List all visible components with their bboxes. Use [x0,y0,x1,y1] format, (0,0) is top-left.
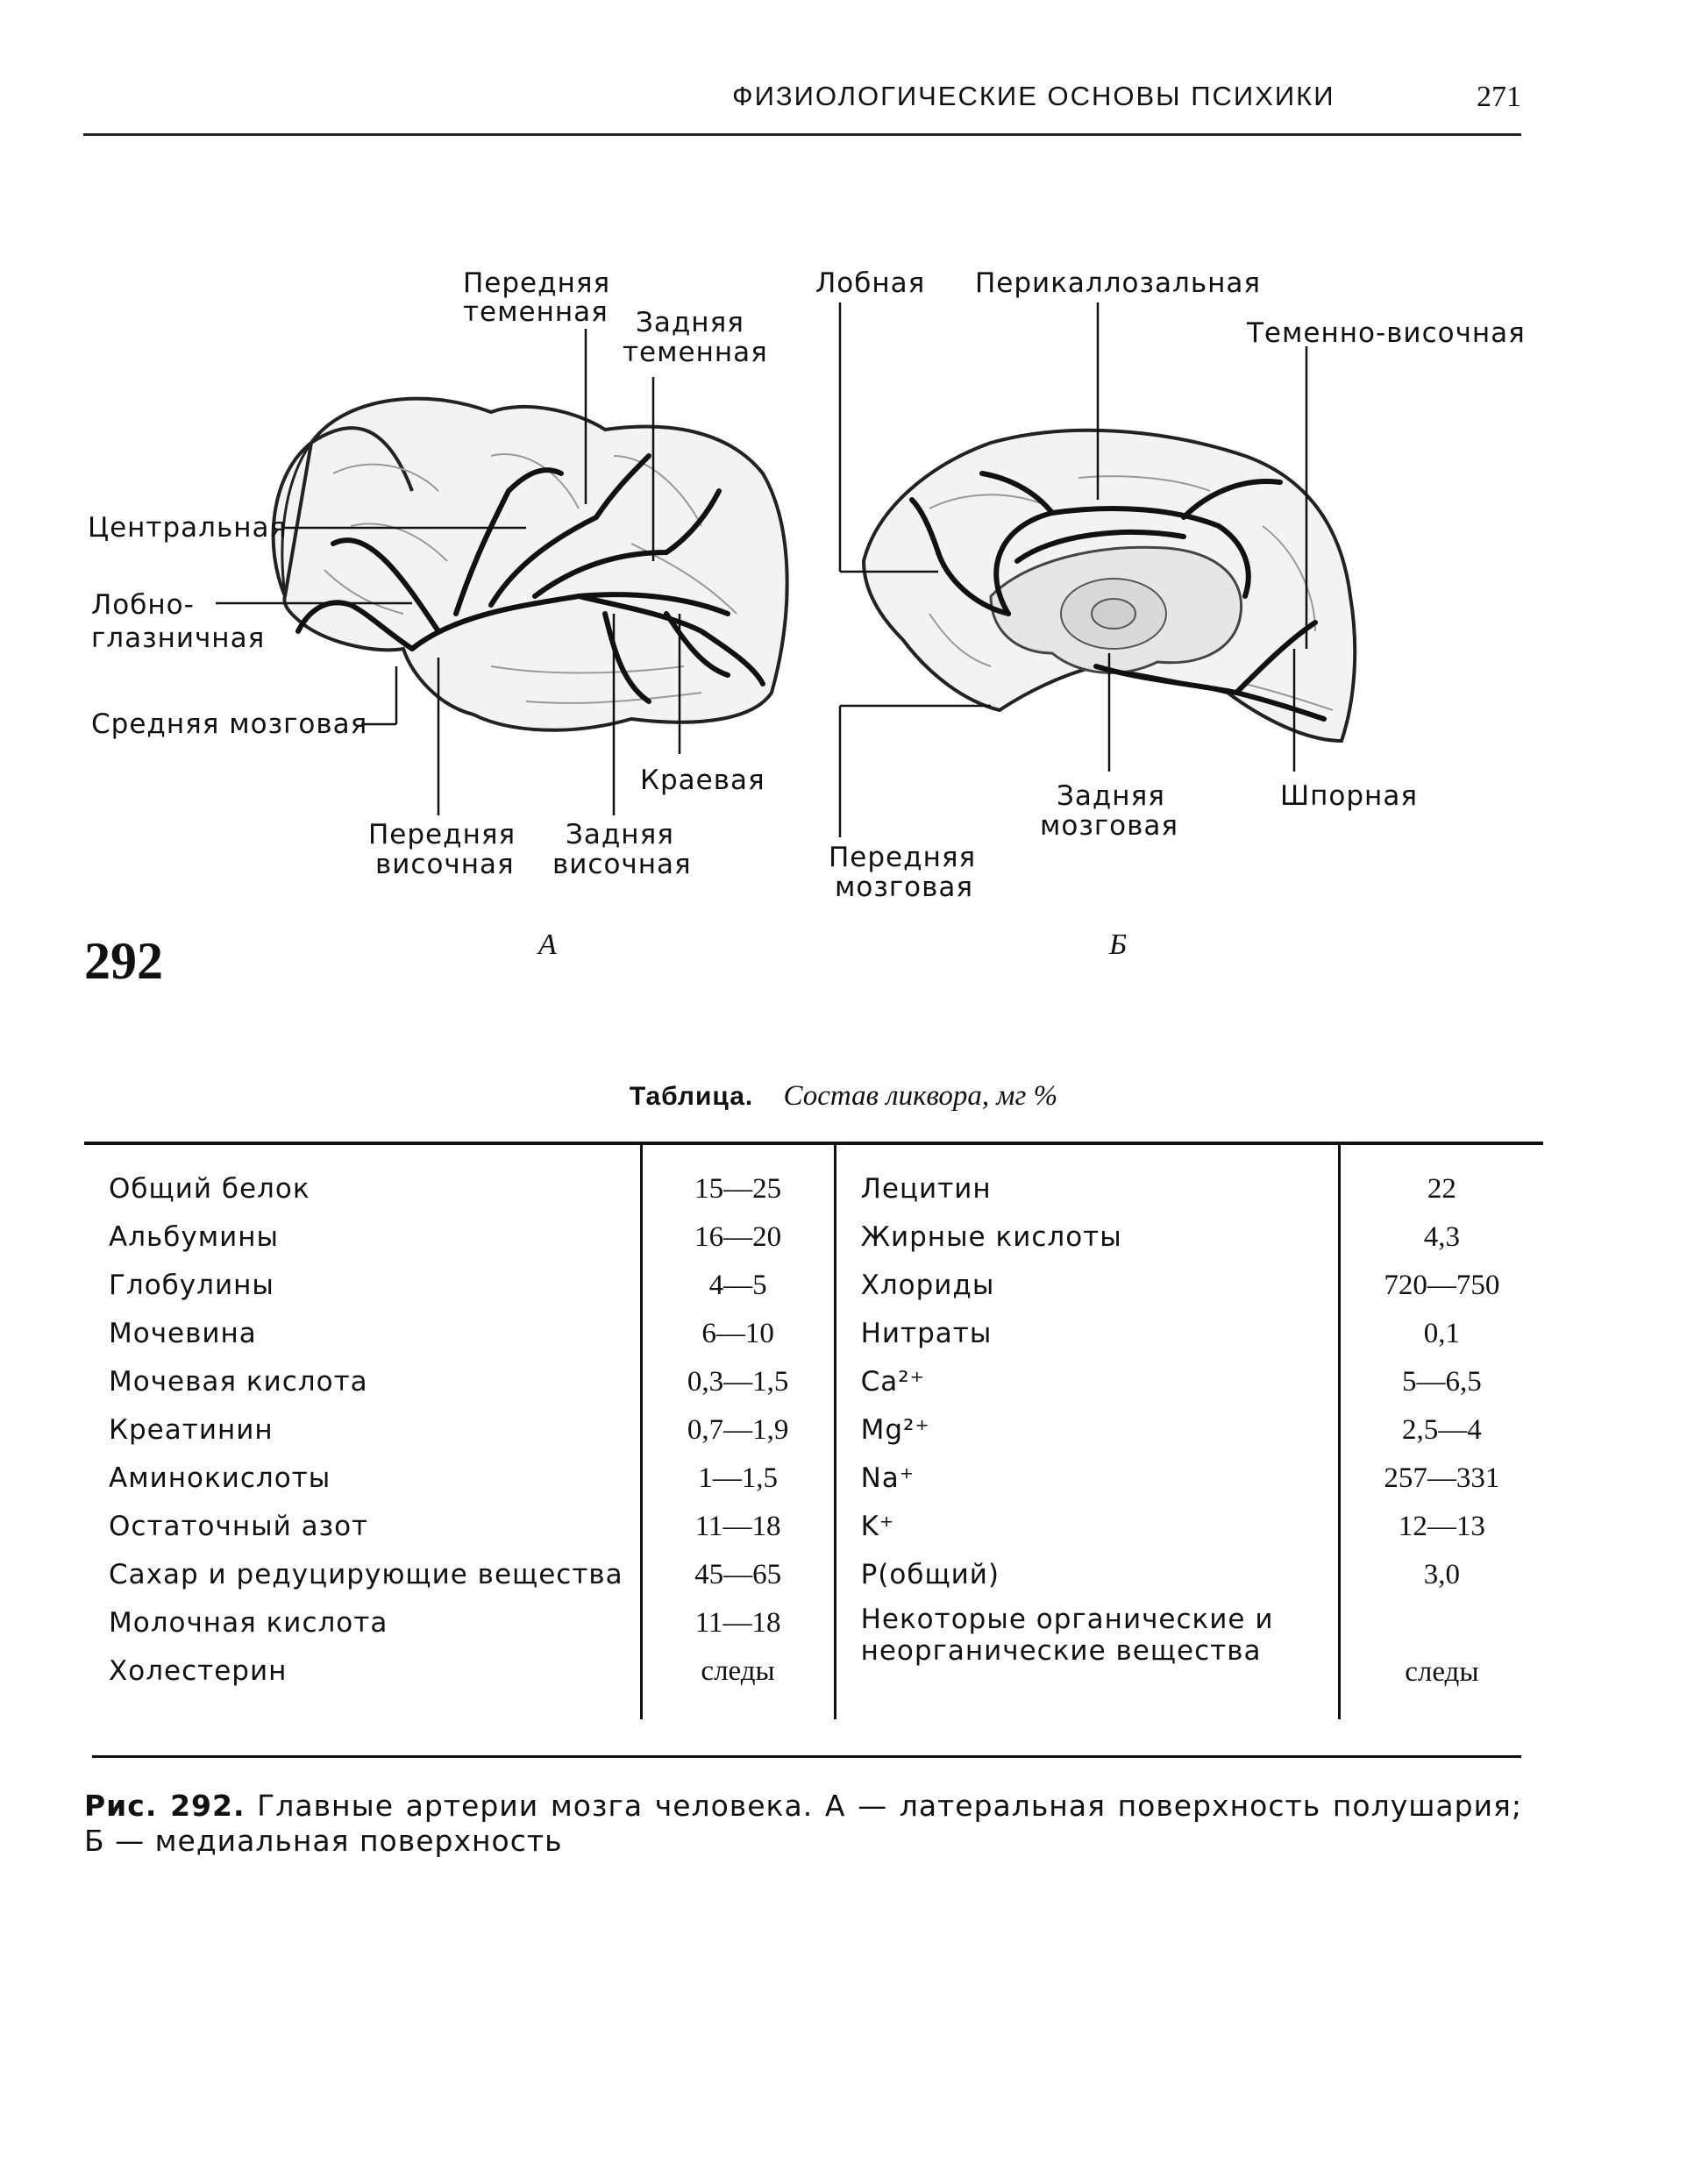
brain-arteries-figure: Передняя теменная Задняя теменная Центра… [88,267,1526,961]
cell-value: 0,7—1,9 [639,1405,836,1454]
cell-name: Ca²⁺ [860,1365,926,1398]
table-title-word: Таблица. [629,1082,754,1111]
table-bottom-rule [92,1755,1521,1758]
cell-name: Р(общий) [860,1558,1000,1590]
cell-name: Нитраты [860,1317,993,1349]
panel-a-leader-lines [216,329,681,815]
label-marginal: Краевая [640,765,765,796]
cell-value: 15—25 [639,1143,836,1213]
cell-value: 16—20 [639,1213,836,1261]
label-central: Центральная [88,512,287,544]
table-subtitle: Состав ликвора, мг % [783,1080,1058,1112]
cell-value: 5—6,5 [1337,1357,1543,1405]
cell-name: Мочевина [109,1317,257,1349]
label-pericallosal: Перикаллозальная [975,267,1261,299]
label-anterior-temporal-1: Передняя [368,819,516,850]
label-orbitofrontal-2: глазничная [91,622,265,654]
running-head: ФИЗИОЛОГИЧЕСКИЕ ОСНОВЫ ПСИХИКИ 271 [83,81,1521,136]
page-number: 271 [1477,81,1521,113]
panel-b-leader-lines [838,302,1308,837]
label-anterior-parietal-2: теменная [463,296,609,328]
cell-name: Общий белок [109,1172,310,1205]
label-posterior-parietal-1: Задняя [636,307,744,338]
cell-value: 0,3—1,5 [639,1357,836,1405]
cell-value: 6—10 [639,1309,836,1357]
label-orbitofrontal-1: Лобно- [91,589,195,621]
table-row: Остаточный азот 11—18 K⁺ 12—13 [84,1502,1543,1550]
table-row: Аминокислоты 1—1,5 Na⁺ 257—331 [84,1454,1543,1502]
cell-value: 1—1,5 [639,1454,836,1502]
cell-value: 4—5 [639,1261,836,1309]
cell-value: 0,1 [1337,1309,1543,1357]
table-row: Глобулины 4—5 Хлориды 720—750 [84,1261,1543,1309]
cell-name: Лецитин [860,1172,992,1205]
figure-caption: Рис. 292. Главные артерии мозга человека… [84,1789,1522,1859]
label-parieto-temporal: Теменно-височная [1246,317,1526,349]
table-row: Креатинин 0,7—1,9 Mg²⁺ 2,5—4 [84,1405,1543,1454]
caption-text: Главные артерии мозга человека. А — лате… [84,1789,1522,1858]
table-row: Общий белок 15—25 Лецитин 22 [84,1143,1543,1213]
cell-value: 720—750 [1337,1261,1543,1309]
cell-value: 12—13 [1337,1502,1543,1550]
label-posterior-cerebral-1: Задняя [1057,780,1165,812]
figure-number: 292 [84,932,163,990]
csf-composition-table: Общий белок 15—25 Лецитин 22 Альбумины 1… [84,1142,1543,1719]
label-posterior-parietal-2: теменная [623,337,768,368]
lateral-hemisphere-illustration [271,396,789,732]
label-posterior-cerebral-2: мозговая [1040,810,1178,842]
cell-name: Холестерин [109,1654,288,1687]
table-row: Мочевая кислота 0,3—1,5 Ca²⁺ 5—6,5 [84,1357,1543,1405]
cell-name: Мочевая кислота [109,1365,368,1398]
cell-name: K⁺ [860,1510,895,1542]
cell-value: 2,5—4 [1337,1405,1543,1454]
cell-value: 45—65 [639,1550,836,1598]
cell-value: 3,0 [1337,1550,1543,1598]
panel-b-label: Б [1108,928,1127,961]
cell-value: следы [639,1647,836,1719]
label-anterior-temporal-2: височная [375,849,515,880]
cell-name: Na⁺ [860,1462,915,1494]
running-title: ФИЗИОЛОГИЧЕСКИЕ ОСНОВЫ ПСИХИКИ [732,81,1335,111]
label-anterior-parietal-1: Передняя [463,267,610,299]
table-row: Сахар и редуцирующие вещества 45—65 Р(об… [84,1550,1543,1598]
table-row: Мочевина 6—10 Нитраты 0,1 [84,1309,1543,1357]
cell-name: Сахар и редуцирующие вещества [109,1558,623,1590]
cell-name: Глобулины [109,1269,274,1301]
label-anterior-cerebral-2: мозговая [835,871,973,903]
table-row: Молочная кислота 11—18 Некоторые органич… [84,1598,1543,1719]
table-title: Таблица. Состав ликвора, мг % [0,1080,1687,1113]
cell-name: Альбумины [109,1220,280,1253]
table-row: Альбумины 16—20 Жирные кислоты 4,3 [84,1213,1543,1261]
cell-value: 11—18 [639,1598,836,1647]
label-posterior-temporal-2: височная [552,849,692,880]
label-posterior-temporal-1: Задняя [566,819,674,850]
medial-hemisphere-illustration [861,428,1357,743]
cell-name: Жирные кислоты [860,1220,1122,1253]
cell-value: 11—18 [639,1502,836,1550]
panel-a-label: А [537,928,557,961]
cell-name: Некоторые органические и неорганические … [860,1604,1274,1667]
cell-value: следы [1337,1598,1543,1719]
caption-label: Рис. 292. [84,1789,246,1823]
cell-name: Хлориды [860,1269,995,1301]
cell-name: Молочная кислота [109,1606,388,1639]
cell-value: 4,3 [1337,1213,1543,1261]
table-row: Холестерин следы [84,1647,1543,1719]
cell-name: Аминокислоты [109,1462,331,1494]
cell-name: Mg²⁺ [860,1413,930,1446]
cell-value: 257—331 [1337,1454,1543,1502]
label-calcarine: Шпорная [1280,780,1418,812]
label-middle-cerebral: Средняя мозговая [91,708,367,740]
cell-name: Креатинин [109,1413,274,1446]
cell-value: 22 [1337,1143,1543,1213]
label-anterior-cerebral-1: Передняя [829,842,976,873]
label-frontal: Лобная [815,267,925,299]
cell-name: Остаточный азот [109,1510,369,1542]
